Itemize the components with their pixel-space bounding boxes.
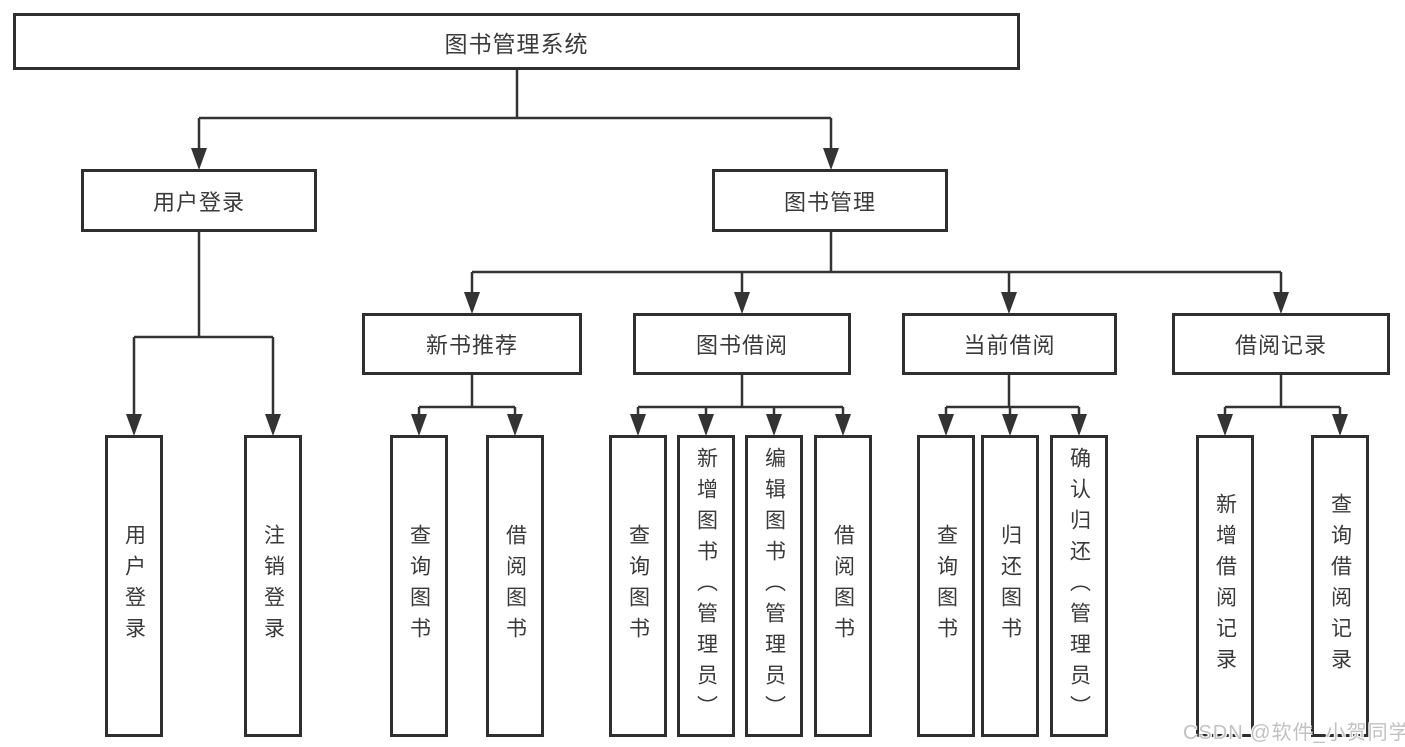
leaf-current-return-label: 归还图书 [998,524,1022,648]
leaf-current-confirm: 确认归还（管理员） [1050,435,1108,737]
node-root: 图书管理系统 [13,13,1020,70]
node-user-login: 用户登录 [81,169,317,232]
leaf-borrow-add: 新增图书（管理员） [677,435,735,737]
leaf-newbooks-borrow: 借阅图书 [486,435,544,737]
leaf-records-query: 查询借阅记录 [1311,435,1369,737]
leaf-newbooks-borrow-label: 借阅图书 [503,524,527,648]
leaf-borrow-query: 查询图书 [609,435,667,737]
leaf-borrow-borrow: 借阅图书 [814,435,872,737]
node-current-borrowing: 当前借阅 [902,313,1117,375]
leaf-current-query: 查询图书 [917,435,975,737]
arrowheads [126,148,1348,436]
leaf-logout-label: 注销登录 [261,524,285,648]
leaf-borrow-query-label: 查询图书 [626,524,650,648]
leaf-current-return: 归还图书 [981,435,1039,737]
leaf-current-query-label: 查询图书 [934,524,958,648]
node-new-book-recommend: 新书推荐 [362,313,582,375]
connector-book-mgmt-branch [470,232,1283,294]
leaf-borrow-edit-label: 编辑图书（管理员） [762,446,786,726]
connector-current-branch [944,375,1081,416]
node-book-management: 图书管理 [712,169,948,232]
leaf-records-add-label: 新增借阅记录 [1213,493,1237,679]
leaf-user-login-label: 用户登录 [122,524,146,648]
leaf-borrow-borrow-label: 借阅图书 [831,524,855,648]
connector-borrowing-branch [636,375,845,416]
leaf-records-add: 新增借阅记录 [1196,435,1254,737]
connector-new-books-branch [417,375,517,416]
node-borrow-records: 借阅记录 [1172,313,1390,375]
leaf-newbooks-query: 查询图书 [390,435,448,737]
leaf-current-confirm-label: 确认归还（管理员） [1067,446,1091,726]
connector-user-login-branch [132,232,275,416]
leaf-logout: 注销登录 [244,435,302,737]
node-book-borrowing: 图书借阅 [633,313,851,375]
leaf-records-query-label: 查询借阅记录 [1328,493,1352,679]
leaf-newbooks-query-label: 查询图书 [407,524,431,648]
connector-root-branch [197,70,833,150]
leaf-borrow-edit: 编辑图书（管理员） [745,435,803,737]
leaf-borrow-add-label: 新增图书（管理员） [694,446,718,726]
csdn-watermark: CSDN @软件_小贺同学 [1183,722,1405,744]
leaf-user-login: 用户登录 [105,435,163,737]
connector-records-branch [1223,375,1342,416]
